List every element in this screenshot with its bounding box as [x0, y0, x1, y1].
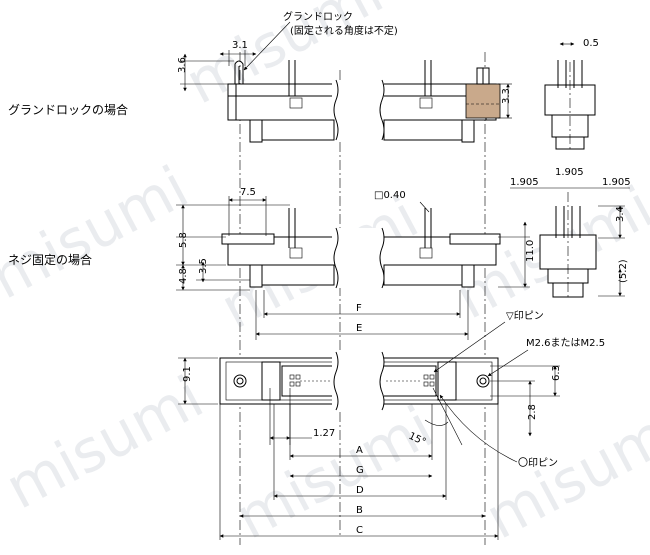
svg-text:M2.6またはM2.5: M2.6またはM2.5	[526, 337, 605, 349]
label-ground-lock: グランドロックの場合	[8, 102, 128, 117]
svg-text:1.905: 1.905	[602, 177, 631, 188]
side-view-1: 0.5	[544, 38, 599, 150]
svg-text:6.3: 6.3	[551, 365, 562, 381]
svg-text:3.5: 3.5	[198, 258, 209, 274]
svg-text:11.0: 11.0	[525, 240, 536, 262]
svg-text:C: C	[356, 525, 363, 536]
svg-text:▽印ピン: ▽印ピン	[506, 310, 544, 322]
svg-text:3.6: 3.6	[177, 57, 188, 73]
svg-text:9.1: 9.1	[182, 366, 193, 382]
svg-text:グランドロック: グランドロック	[283, 10, 353, 23]
svg-text:1.905: 1.905	[555, 167, 584, 178]
svg-text:misumi: misumi	[0, 363, 214, 523]
svg-text:E: E	[356, 323, 362, 334]
view-bottom	[219, 351, 499, 411]
dims-view3: 9.1 ▽印ピン M2.6またはM2.5 6.3 2.8 1.27 15° 〇印…	[178, 310, 605, 469]
svg-text:(固定される角度は不定): (固定される角度は不定)	[290, 24, 398, 37]
svg-text:misumi: misumi	[225, 393, 444, 553]
svg-text:3.3: 3.3	[501, 88, 512, 104]
svg-text:B: B	[356, 505, 363, 516]
view-ground-lock-front	[227, 60, 501, 143]
svg-text:misumi: misumi	[0, 153, 199, 313]
label-screw-fixed: ネジ固定の場合	[8, 252, 92, 267]
svg-text:3.1: 3.1	[232, 40, 248, 51]
svg-text:2.8: 2.8	[527, 404, 538, 420]
svg-text:1.905: 1.905	[510, 177, 539, 188]
dims-ef: F E	[255, 290, 469, 340]
svg-text:7.5: 7.5	[240, 187, 256, 198]
dims-bottom: A G D B C	[219, 404, 499, 540]
svg-text:5.8: 5.8	[178, 232, 189, 248]
svg-text:〇印ピン: 〇印ピン	[518, 457, 558, 469]
svg-text:D: D	[356, 485, 364, 496]
svg-text:G: G	[356, 465, 364, 476]
dims-view2: 7.5 □0.40 5.8 4.8 3.5 11.0	[176, 187, 536, 291]
side-view-2: 1.905 1.905 1.905 3.4 (5.2)	[510, 167, 631, 300]
svg-text:□0.40: □0.40	[374, 190, 406, 201]
svg-text:3.4: 3.4	[615, 206, 626, 222]
svg-text:0.5: 0.5	[583, 38, 599, 49]
dims-view1: 3.1 3.6 グランドロック (固定される角度は不定) 3.3	[177, 10, 512, 119]
view-screw-front	[221, 208, 501, 289]
svg-text:A: A	[356, 445, 363, 456]
svg-text:4.8: 4.8	[178, 268, 189, 284]
svg-text:F: F	[356, 303, 362, 314]
svg-text:1.27: 1.27	[313, 428, 335, 439]
svg-text:misumi: misumi	[475, 393, 650, 553]
svg-text:(5.2): (5.2)	[618, 259, 629, 283]
